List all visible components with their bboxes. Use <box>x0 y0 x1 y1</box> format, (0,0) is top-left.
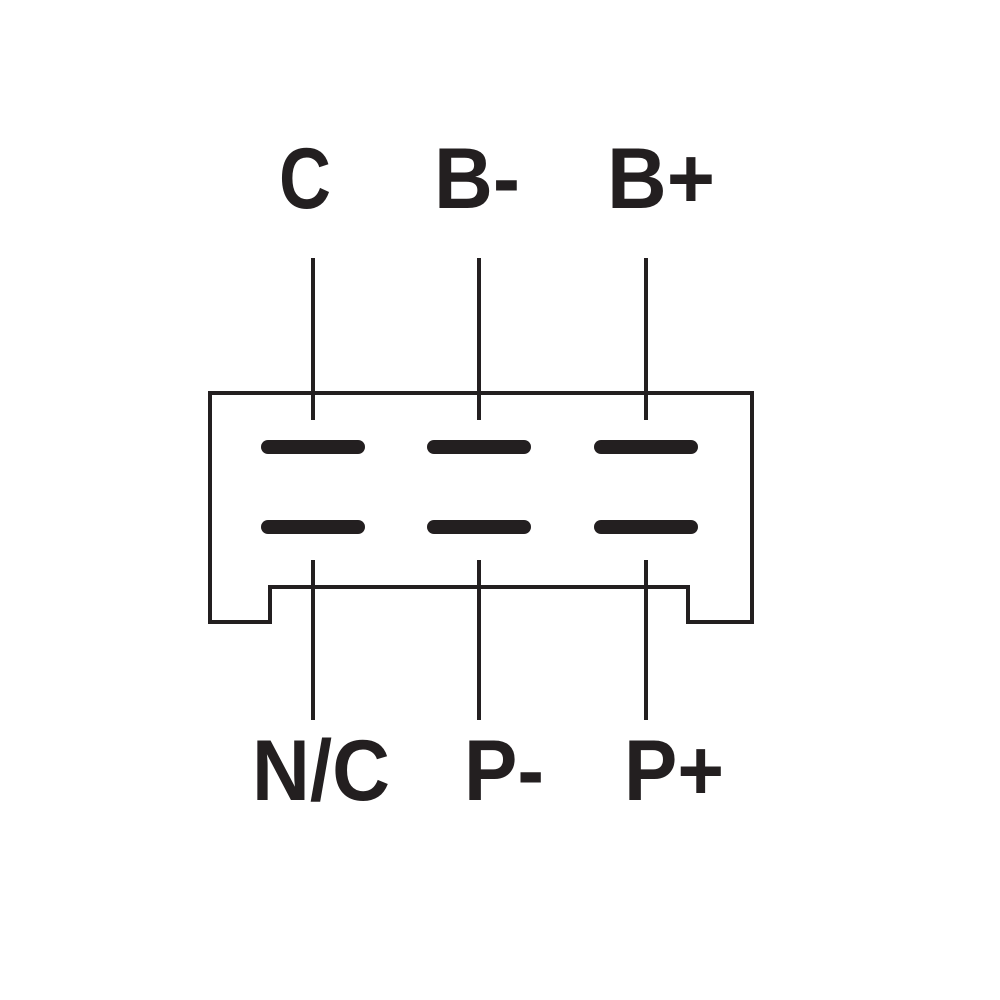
pin-label-b-plus: B+ <box>607 131 715 227</box>
pin-label-b-minus: B- <box>434 131 520 227</box>
pin-label-p-plus: P+ <box>624 723 724 819</box>
pin-label-p-minus: P- <box>464 723 544 819</box>
pin-label-c: C <box>279 131 331 227</box>
connector-housing <box>208 391 754 624</box>
pin-label-n-c: N/C <box>252 723 390 819</box>
